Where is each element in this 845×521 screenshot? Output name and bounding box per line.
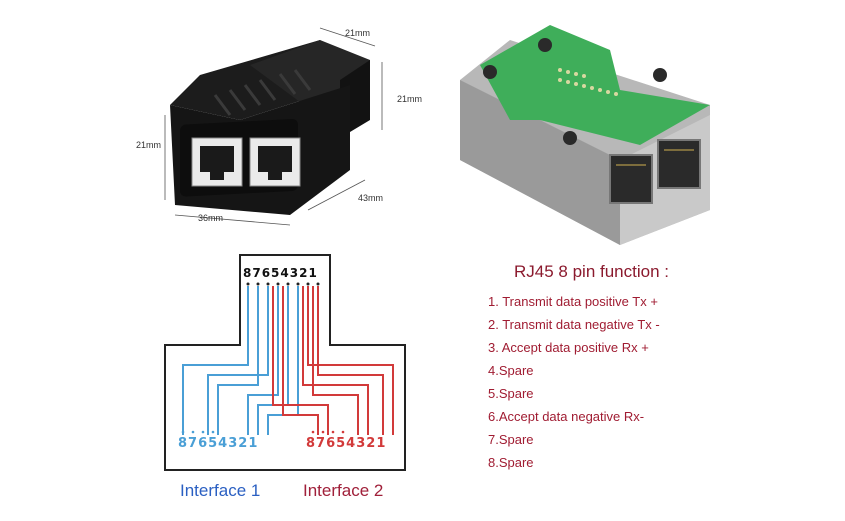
dim-depth: 43mm bbox=[358, 193, 384, 203]
pin-function-item: 4.Spare bbox=[488, 363, 534, 378]
pin-function-item: 1. Transmit data positive Tx + bbox=[488, 294, 658, 309]
top-pin-numbers: 87654321 bbox=[243, 266, 318, 280]
pin-function-item: 6.Accept data negative Rx- bbox=[488, 409, 645, 424]
interface2-pin-numbers: 87654321 bbox=[306, 436, 387, 451]
pin-function-item: 7.Spare bbox=[488, 432, 534, 447]
pcb-photo bbox=[460, 25, 710, 245]
wiring-diagram bbox=[164, 254, 406, 471]
pin-function-item: 2. Transmit data negative Tx - bbox=[488, 317, 660, 332]
interface2-label: Interface 2 bbox=[303, 481, 384, 500]
splitter-photo bbox=[164, 27, 383, 226]
dim-left-height: 21mm bbox=[136, 140, 162, 150]
dim-front-width: 36mm bbox=[198, 213, 224, 223]
pin-function-item: 5.Spare bbox=[488, 386, 534, 401]
pin-function-item: 3. Accept data positive Rx + bbox=[488, 340, 649, 355]
pin-function-title: RJ45 8 pin function : bbox=[514, 262, 669, 281]
pin-function-item: 8.Spare bbox=[488, 455, 534, 470]
interface1-pin-numbers: 87654321 bbox=[178, 436, 259, 451]
dim-top-width: 21mm bbox=[345, 28, 371, 38]
dim-top-height: 21mm bbox=[397, 94, 423, 104]
pin-function-list: 1. Transmit data positive Tx + 2. Transm… bbox=[488, 293, 808, 477]
interface1-label: Interface 1 bbox=[180, 481, 261, 500]
